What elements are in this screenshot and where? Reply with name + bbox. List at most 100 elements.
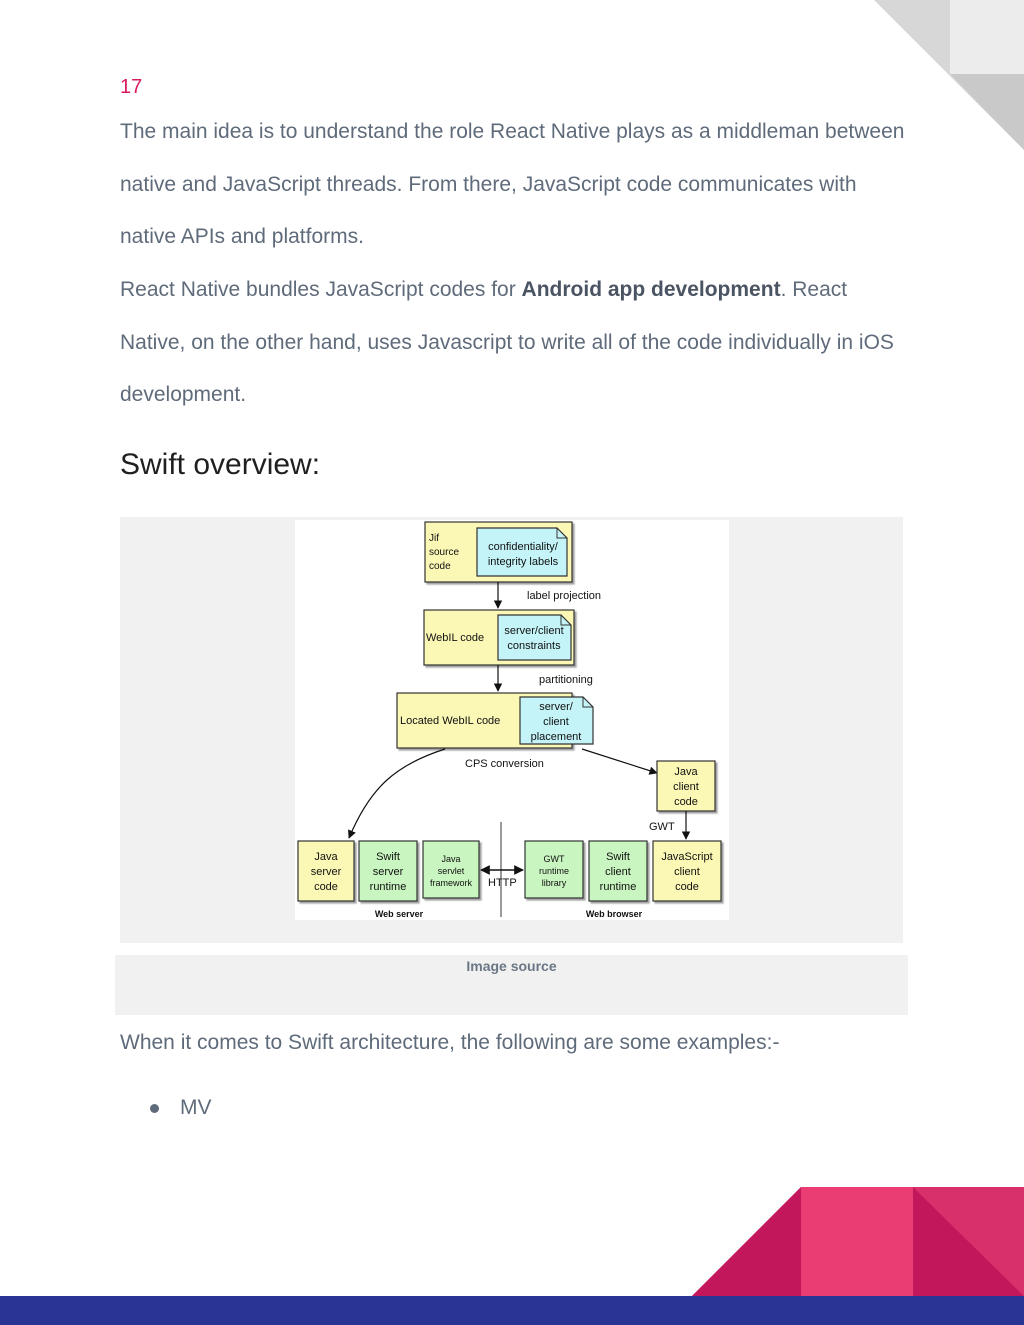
java-server-code-box: Java server code bbox=[297, 840, 355, 902]
svg-text:Swift: Swift bbox=[606, 851, 630, 863]
svg-text:server: server bbox=[373, 866, 404, 878]
swift-architecture-diagram: Jif source code confidentiality/ integri… bbox=[295, 520, 729, 920]
placement-line-3: placement bbox=[531, 731, 582, 743]
partitioning-label: partitioning bbox=[539, 674, 593, 686]
swift-server-line-2: server bbox=[373, 866, 404, 878]
java-server-line-2: server bbox=[311, 866, 342, 878]
jif-source-box: Jif source code confidentiality/ integri… bbox=[424, 521, 573, 583]
svg-text:code: code bbox=[675, 881, 699, 893]
javascript-client-code-box: JavaScript client code bbox=[652, 840, 722, 902]
servlet-line-2: servlet bbox=[438, 866, 465, 876]
gwt-label: GWT bbox=[649, 821, 675, 833]
jif-line-3: code bbox=[429, 561, 451, 572]
svg-text:servlet: servlet bbox=[438, 866, 465, 876]
svg-text:Web server: Web server bbox=[375, 909, 424, 919]
swift-server-runtime-box: Swift server runtime bbox=[358, 840, 418, 902]
constraints-line-2: constraints bbox=[507, 640, 561, 652]
caption-box: Image source bbox=[115, 955, 908, 1015]
java-server-line-3: code bbox=[314, 881, 338, 893]
java-client-line-2: client bbox=[673, 781, 699, 793]
gwt-runtime-line-1: GWT bbox=[544, 854, 565, 864]
svg-text:partitioning: partitioning bbox=[539, 674, 593, 686]
svg-text:code: code bbox=[674, 796, 698, 808]
servlet-line-1: Java bbox=[441, 854, 460, 864]
swift-client-line-3: runtime bbox=[600, 881, 637, 893]
swift-client-line-2: client bbox=[605, 866, 631, 878]
svg-text:Located WebIL code: Located WebIL code bbox=[400, 715, 500, 727]
svg-text:library: library bbox=[542, 878, 567, 888]
js-client-line-3: code bbox=[675, 881, 699, 893]
android-app-development-link[interactable]: Android app development bbox=[521, 278, 781, 301]
constraints-line-1: server/client bbox=[504, 625, 563, 637]
svg-text:client: client bbox=[543, 716, 569, 728]
placement-line-1: server/ bbox=[539, 701, 574, 713]
svg-text:client: client bbox=[605, 866, 631, 878]
swift-client-runtime-box: Swift client runtime bbox=[588, 840, 648, 902]
svg-text:GWT: GWT bbox=[649, 821, 675, 833]
svg-text:Java: Java bbox=[674, 766, 698, 778]
gwt-runtime-line-2: runtime bbox=[539, 866, 569, 876]
js-client-line-2: client bbox=[674, 866, 700, 878]
svg-text:WebIL code: WebIL code bbox=[426, 632, 484, 644]
svg-text:label projection: label projection bbox=[527, 590, 601, 602]
svg-text:runtime: runtime bbox=[600, 881, 637, 893]
svg-text:Jif: Jif bbox=[429, 533, 439, 544]
located-webil-label: Located WebIL code bbox=[400, 715, 500, 727]
gwt-runtime-line-3: library bbox=[542, 878, 567, 888]
architecture-list: MV bbox=[150, 1096, 212, 1120]
list-item-label: MV bbox=[180, 1096, 212, 1119]
java-client-code-box: Java client code bbox=[656, 760, 716, 812]
webil-code-box: WebIL code server/client constraints bbox=[423, 609, 575, 666]
svg-text:framework: framework bbox=[430, 878, 473, 888]
swift-server-line-1: Swift bbox=[376, 851, 400, 863]
section-title: Swift overview: bbox=[120, 448, 321, 481]
svg-text:placement: placement bbox=[531, 731, 582, 743]
java-client-line-1: Java bbox=[674, 766, 698, 778]
svg-text:server/client: server/client bbox=[504, 625, 563, 637]
svg-text:Java: Java bbox=[314, 851, 338, 863]
svg-text:client: client bbox=[673, 781, 699, 793]
svg-text:runtime: runtime bbox=[539, 866, 569, 876]
webil-code-label: WebIL code bbox=[426, 632, 484, 644]
jif-line-1: Jif bbox=[429, 533, 439, 544]
servlet-line-3: framework bbox=[430, 878, 473, 888]
java-client-line-3: code bbox=[674, 796, 698, 808]
located-webil-box: Located WebIL code server/ client placem… bbox=[396, 692, 594, 749]
svg-text:server: server bbox=[311, 866, 342, 878]
swift-client-line-1: Swift bbox=[606, 851, 630, 863]
svg-text:Swift: Swift bbox=[376, 851, 400, 863]
java-servlet-framework-box: Java servlet framework bbox=[422, 840, 480, 899]
paragraph-text-after: . React Native, on the other hand, uses … bbox=[120, 278, 894, 407]
bullet-icon bbox=[150, 1103, 159, 1113]
conf-labels-line-1: confidentiality/ bbox=[488, 541, 559, 553]
svg-text:code: code bbox=[429, 561, 451, 572]
cps-conversion-label: CPS conversion bbox=[465, 758, 544, 770]
svg-text:code: code bbox=[314, 881, 338, 893]
web-server-label: Web server bbox=[375, 909, 424, 919]
placement-line-2: client bbox=[543, 716, 569, 728]
svg-text:GWT: GWT bbox=[544, 854, 565, 864]
svg-text:server/: server/ bbox=[539, 701, 574, 713]
image-source-link[interactable]: Image source bbox=[466, 958, 557, 974]
page-number: 17 bbox=[120, 76, 143, 98]
svg-text:Java: Java bbox=[441, 854, 460, 864]
web-browser-label: Web browser bbox=[586, 909, 643, 919]
java-server-line-1: Java bbox=[314, 851, 338, 863]
label-projection-label: label projection bbox=[527, 590, 601, 602]
svg-text:runtime: runtime bbox=[370, 881, 407, 893]
footer-band bbox=[0, 1296, 1024, 1325]
paragraph-swift-architecture: When it comes to Swift architecture, the… bbox=[120, 1031, 780, 1054]
conf-labels-line-2: integrity labels bbox=[488, 556, 559, 568]
list-item: MV bbox=[150, 1096, 212, 1120]
jif-line-2: source bbox=[429, 547, 459, 558]
js-client-line-1: JavaScript bbox=[661, 851, 712, 863]
svg-text:JavaScript: JavaScript bbox=[661, 851, 712, 863]
gwt-runtime-library-box: GWT runtime library bbox=[524, 840, 584, 899]
swift-server-line-3: runtime bbox=[370, 881, 407, 893]
paragraph-react-native-role: The main idea is to understand the role … bbox=[120, 120, 905, 249]
http-label: HTTP bbox=[488, 877, 517, 889]
paragraph-text-before: React Native bundles JavaScript codes fo… bbox=[120, 278, 522, 301]
svg-text:confidentiality/: confidentiality/ bbox=[488, 541, 559, 553]
svg-text:integrity labels: integrity labels bbox=[488, 556, 559, 568]
